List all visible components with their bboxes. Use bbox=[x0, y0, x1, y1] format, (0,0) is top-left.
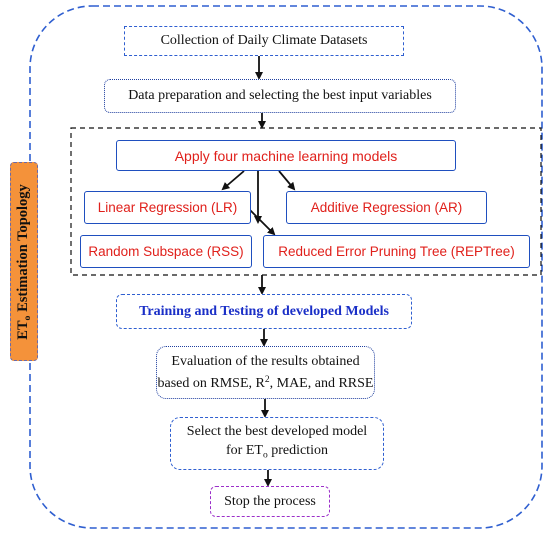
select-best-model-step: Select the best developed model for ETo … bbox=[170, 417, 384, 470]
apply-models-text: Apply four machine learning models bbox=[174, 147, 398, 164]
collect-datasets-text: Collection of Daily Climate Datasets bbox=[160, 33, 368, 48]
training-testing-step: Training and Testing of developed Models bbox=[116, 294, 412, 329]
collect-datasets-step: Collection of Daily Climate Datasets bbox=[124, 26, 404, 56]
label-et: ET bbox=[14, 319, 31, 340]
training-testing-text: Training and Testing of developed Models bbox=[139, 303, 389, 319]
arrow-lr-to-reptree bbox=[249, 209, 276, 236]
model-random-subspace: Random Subspace (RSS) bbox=[80, 235, 252, 268]
model-reptree-text: Reduced Error Pruning Tree (REPTree) bbox=[278, 244, 515, 259]
select-line-1: Select the best developed model bbox=[186, 423, 368, 439]
data-preparation-step: Data preparation and selecting the best … bbox=[104, 79, 456, 113]
model-rss-text: Random Subspace (RSS) bbox=[88, 244, 244, 259]
apply-models-step: Apply four machine learning models bbox=[116, 140, 456, 171]
evaluation-step: Evaluation of the results obtained based… bbox=[156, 346, 375, 399]
data-preparation-text: Data preparation and selecting the best … bbox=[128, 88, 432, 103]
label-rest: Estimation Topology bbox=[14, 183, 31, 316]
select-line-2: for ETo prediction bbox=[187, 441, 367, 465]
r-squared-superscript: 2 bbox=[264, 374, 270, 385]
select-best-model-text: Select the best developed model for ETo … bbox=[187, 422, 367, 465]
select-line-2-start: for ET bbox=[226, 442, 263, 458]
arrow-apply-to-lr bbox=[221, 170, 245, 191]
et-subscript: o bbox=[262, 450, 268, 461]
topology-side-label: ETo Estimation Topology bbox=[10, 162, 38, 361]
stop-process-step: Stop the process bbox=[210, 486, 330, 517]
evaluation-metrics-end: , MAE, and RRSE bbox=[269, 376, 374, 392]
model-linear-regression: Linear Regression (LR) bbox=[84, 191, 251, 224]
model-lr-text: Linear Regression (LR) bbox=[97, 200, 238, 215]
stop-process-text: Stop the process bbox=[224, 493, 316, 509]
evaluation-metrics-start: based on RMSE, R bbox=[157, 376, 265, 392]
model-reptree: Reduced Error Pruning Tree (REPTree) bbox=[263, 235, 530, 268]
model-ar-text: Additive Regression (AR) bbox=[310, 200, 463, 215]
models-container bbox=[70, 127, 542, 276]
topology-label-text: ETo Estimation Topology bbox=[15, 184, 33, 340]
select-line-2-end: prediction bbox=[267, 442, 328, 458]
arrow-apply-to-ar bbox=[278, 170, 296, 191]
evaluation-line-2: based on RMSE, R2, MAE, and RRSE bbox=[158, 371, 374, 393]
evaluation-text: Evaluation of the results obtained based… bbox=[158, 352, 374, 393]
evaluation-line-1: Evaluation of the results obtained bbox=[171, 353, 360, 369]
model-additive-regression: Additive Regression (AR) bbox=[286, 191, 487, 224]
